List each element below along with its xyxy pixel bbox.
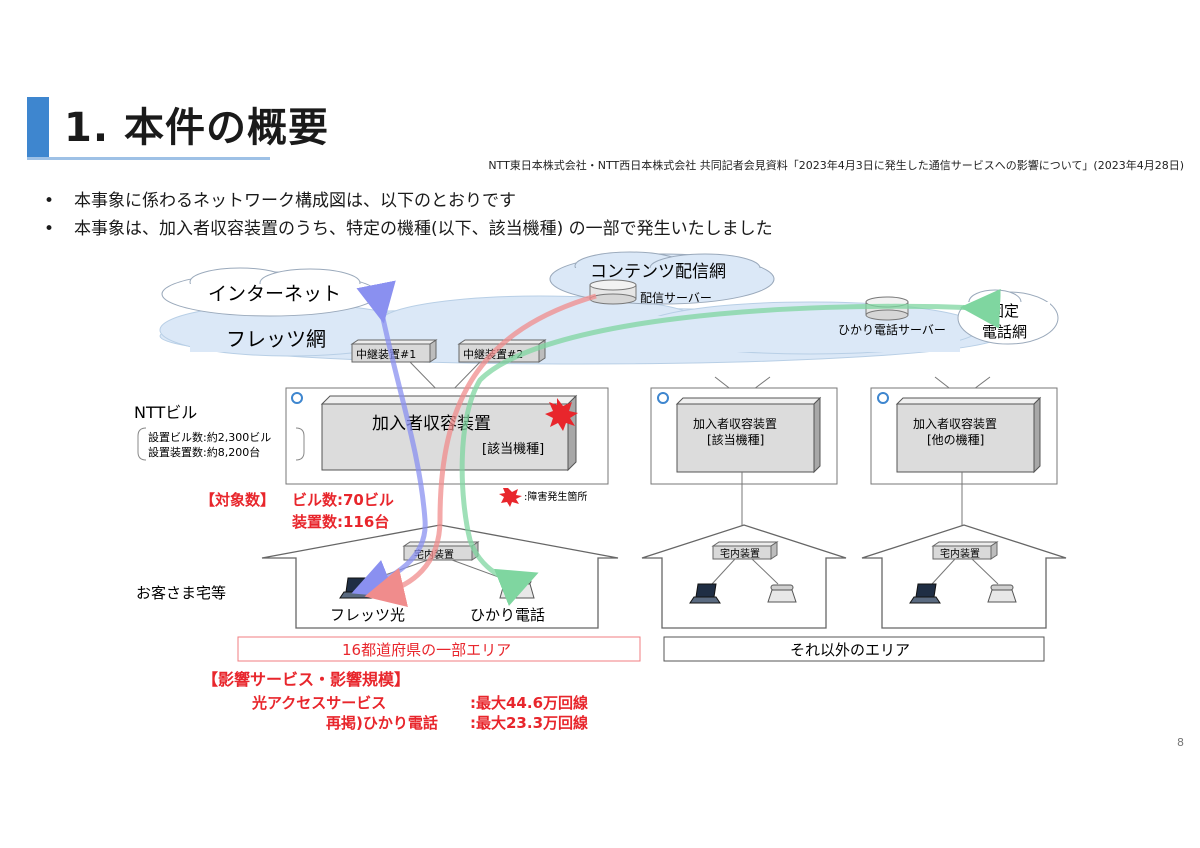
content-network-label: コンテンツ配信網 [590,262,726,282]
failure-legend-icon [499,488,522,507]
hikari-denwa-label: ひかり電話 [470,606,545,624]
impact-value-2: :最大23.3万回線 [470,714,588,732]
phone-path-arrow [459,288,1001,606]
fixed-phone-network-label-1: 固定 [989,302,1019,320]
impact-service-1: 光アクセスサービス [251,694,386,712]
subscriber-device-model: [該当機種] [482,441,544,457]
relay-device-1-label: 中継装置#1 [356,347,416,361]
subscriber-device-right-model: [他の機種] [927,432,984,447]
slide-title: 1. 本件の概要 [64,105,329,151]
affected-area-label: 16都道府県の一部エリア [342,641,511,659]
subscriber-device-middle-model: [該当機種] [707,432,764,447]
distribution-server-icon [589,279,637,305]
flets-network-label: フレッツ網 [226,327,326,351]
subscriber-device-label: 加入者収容装置 [372,414,491,434]
source-citation: NTT東日本株式会社・NTT西日本株式会社 共同記者会見資料「2023年4月3日… [488,159,1184,172]
customer-home-label: お客さま宅等 [136,584,226,602]
home-device-right-label: 宅内装置 [940,547,980,560]
impact-value-1: :最大44.6万回線 [470,694,588,712]
building-count-text: 設置ビル数:約2,300ビル [148,430,271,444]
affected-area-box [237,636,641,662]
bullet-list: 本事象に係わるネットワーク構成図は、以下のとおりです 本事象は、加入者収容装置の… [44,187,773,243]
subscriber-device-middle-label: 加入者収容装置 [693,416,777,431]
bullet-item: 本事象は、加入者収容装置のうち、特定の機種(以下、該当機種) の一部で発生いたし… [44,215,773,243]
page-number: 8 [1177,736,1184,749]
failure-legend-label: :障害発生箇所 [524,490,587,503]
subscriber-device-right-label: 加入者収容装置 [913,416,997,431]
ntt-building-label: NTTビル [134,403,197,422]
fixed-phone-network-label-2: 電話網 [982,323,1027,341]
other-area-box [663,636,1045,662]
flets-hikari-label: フレッツ光 [330,606,405,624]
target-count-title: 【対象数】 [200,491,275,509]
phone-icon [767,584,797,603]
internet-cloud [161,267,379,317]
target-building-count: ビル数:70ビル [292,491,394,509]
internet-label: インターネット [208,283,341,305]
house-middle [641,524,847,629]
home-device-middle-label: 宅内装置 [720,547,760,560]
impact-title: 【影響サービス・影響規模】 [202,670,410,689]
phone-icon [987,584,1017,603]
bullet-item: 本事象に係わるネットワーク構成図は、以下のとおりです [44,187,773,215]
hikari-denwa-server-label: ひかり電話サーバー [838,322,946,337]
house-right [861,524,1067,629]
target-device-count: 装置数:116台 [291,513,389,531]
title-underline [27,157,270,160]
bracket-left [137,427,147,461]
other-area-label: それ以外のエリア [790,641,910,659]
impact-service-2: 再掲)ひかり電話 [326,714,438,732]
bracket-right [295,427,305,461]
distribution-server-label: 配信サーバー [640,291,712,305]
title-accent-bar [27,97,49,157]
device-count-text: 設置装置数:約8,200台 [148,445,260,459]
